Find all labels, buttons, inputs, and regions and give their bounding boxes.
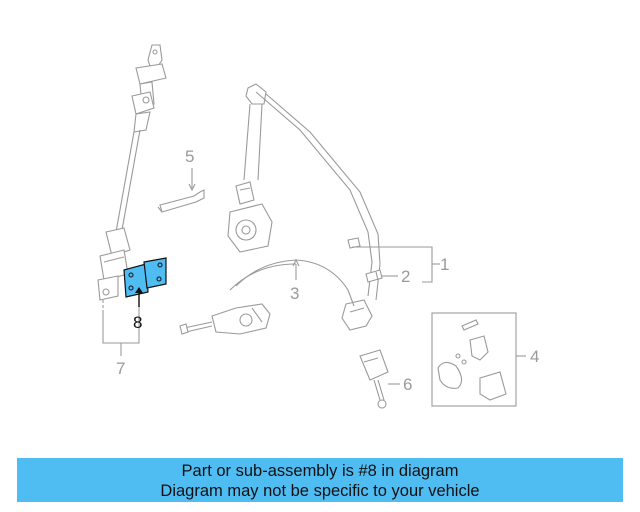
callout-5: 5 (185, 147, 194, 166)
rear-belt-assembly (97, 44, 167, 356)
callout-7: 7 (116, 359, 125, 378)
part-8-highlight (123, 257, 167, 307)
part-5 (157, 168, 205, 213)
caption-line-1: Part or sub-assembly is #8 in diagram (181, 462, 459, 480)
caption-line-2: Diagram may not be specific to your vehi… (160, 482, 480, 500)
callout-2: 2 (401, 267, 410, 286)
callout-3: 3 (290, 284, 299, 303)
part-4-box (431, 312, 526, 407)
part-1-front-belt (227, 83, 440, 331)
callout-6: 6 (403, 375, 412, 394)
parts-diagram: 1 2 3 4 5 6 7 8 (97, 44, 539, 409)
callout-4: 4 (530, 347, 539, 366)
callout-8: 8 (133, 313, 142, 332)
part-6-buckle-tongue (359, 349, 400, 409)
caption-banner: Part or sub-assembly is #8 in diagram Di… (17, 458, 623, 502)
callout-1: 1 (440, 255, 449, 274)
part-2 (365, 269, 398, 283)
part-3-buckle (179, 258, 355, 335)
